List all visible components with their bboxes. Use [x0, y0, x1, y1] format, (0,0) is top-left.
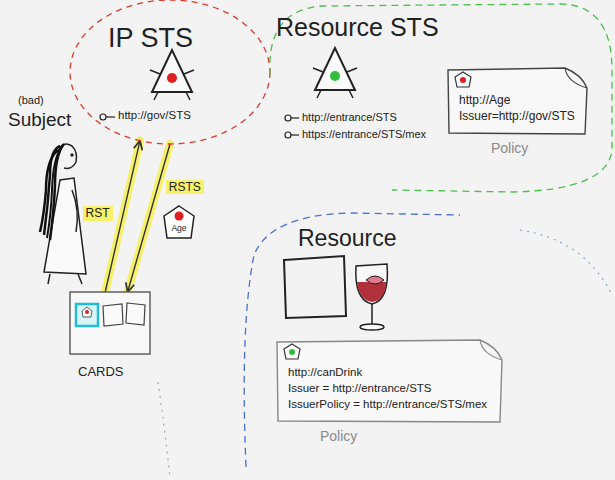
endpoint-key-part: [291, 117, 299, 118]
message-label: RST: [83, 206, 113, 220]
cards-caption: CARDS: [78, 364, 124, 380]
endpoint-key-part: [106, 116, 115, 117]
divider-dots: [158, 382, 170, 478]
endpoint-key-part: [285, 115, 291, 121]
region-title: IP STS: [108, 22, 193, 54]
policy-line: Issuer = http://entrance/STS: [288, 380, 487, 396]
wine-glass-part: [360, 324, 384, 330]
endpoint-key-part: [285, 132, 291, 138]
endpoint-url: http://entrance/STS: [302, 111, 397, 124]
wine-glass: [356, 264, 388, 330]
ip-sts-icon-part: [150, 70, 194, 100]
policy-caption: Policy: [320, 428, 357, 444]
policy-line: http://canDrink: [288, 364, 487, 380]
card-selector: CARDS: [70, 292, 150, 354]
endpoint-url: https://entrance/STS/mex: [302, 128, 426, 141]
resource-region: Resource http://canDrinkIssuer = http://e…: [240, 205, 615, 480]
wine-glass-part: [366, 276, 384, 284]
ip-sts-region-outline: [68, 0, 273, 152]
subject-note: (bad): [18, 94, 44, 107]
resource-sts-region: Resource STS http://entrance/STS https://e…: [262, 0, 615, 195]
policy-caption: Policy: [491, 140, 528, 156]
subject-label: Subject: [8, 109, 71, 132]
policy-document: http://AgeIssuer=http://gov/STSPolicy: [447, 68, 587, 134]
ip-sts-icon-part: [152, 50, 192, 92]
ip-sts-region: IP STS http://gov/STS: [68, 0, 273, 152]
subject-figure-part: [72, 190, 77, 232]
resource-screen-part: [284, 256, 346, 318]
endpoint-key-part: [100, 114, 106, 120]
age-token-outline: [163, 205, 195, 239]
message-arrow: [128, 144, 170, 292]
resource-sts-icon-part: [313, 68, 357, 98]
ip-sts-icon-part: [167, 73, 177, 83]
resource-sts-icon-part: [330, 71, 340, 81]
subject-figure: [40, 144, 86, 284]
divider-dots-part: [158, 382, 170, 478]
policy-document: http://canDrinkIssuer = http://entrance/…: [276, 340, 501, 422]
resource-sts-icon: [313, 48, 357, 98]
subject-figure-part: [71, 154, 73, 156]
endpoint-url: http://gov/STS: [118, 109, 191, 123]
endpoint-key-part: [291, 134, 299, 135]
subject-figure-part: [48, 274, 82, 284]
resource-sts-icon-part: [315, 48, 355, 90]
subject-figure-part: [44, 178, 86, 274]
region-title: Resource STS: [276, 12, 439, 42]
message-label: RSTS: [166, 180, 204, 194]
wine-glass-part: [371, 304, 373, 325]
policy-line: Issuer=http://gov/STS: [459, 108, 575, 124]
resource-screen: [284, 256, 346, 318]
region-title: Resource: [298, 225, 396, 253]
wine-glass-part: [357, 282, 386, 302]
policy-line: IssuerPolicy = http://entrance/STS/mex: [288, 396, 487, 412]
connector: [128, 144, 170, 292]
token-claim: Age: [163, 223, 195, 233]
policy-line: http://Age: [459, 92, 575, 108]
ip-sts-icon: [150, 50, 194, 100]
subject-figure-part: [47, 146, 62, 238]
resource-region-outline: [240, 205, 615, 480]
wine-glass-part: [356, 264, 388, 304]
highlight-stroke: [128, 144, 170, 292]
age-token: Age: [163, 205, 195, 239]
card-selector-outline: [70, 292, 150, 354]
